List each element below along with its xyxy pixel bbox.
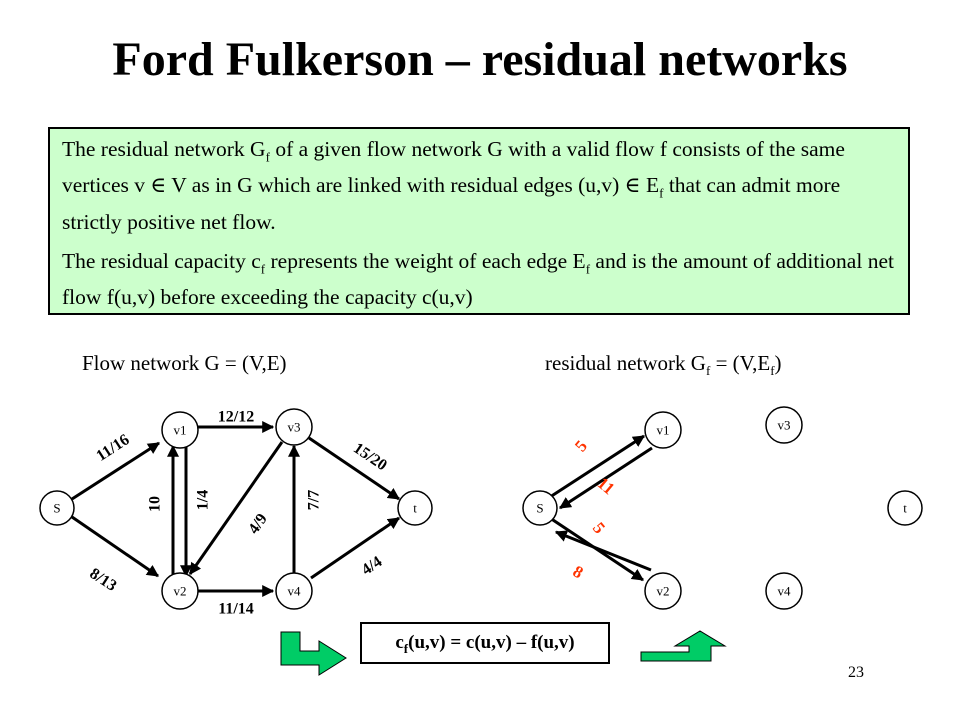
caption-text: ) — [774, 351, 782, 375]
residual-edge-label-s-v1: 5 — [571, 437, 591, 456]
residual-node-s — [522, 490, 558, 526]
edge-label-v4-t: 4/4 — [359, 553, 385, 579]
definition-text: The residual network G — [62, 137, 266, 161]
edge-label-s-v1: 11/16 — [93, 431, 132, 465]
residual-node-v2 — [644, 572, 682, 610]
node-t — [397, 490, 433, 526]
edge-v3-t — [308, 436, 400, 501]
residual-node-v3 — [765, 406, 803, 444]
residual-node-t — [887, 490, 923, 526]
residual-node-label-v4: v4 — [778, 584, 792, 599]
residual-network-graph — [549, 434, 653, 582]
residual-node-v1 — [644, 411, 682, 449]
node-label-v2: v2 — [174, 584, 187, 599]
residual-edge-label-s-v2: 5 — [589, 519, 609, 538]
definition-paragraph-1: The residual network Gf of a given flow … — [62, 135, 896, 237]
flow-network-graph — [71, 421, 400, 597]
definition-text: E — [640, 173, 660, 198]
edge-label-s-v2: 8/13 — [86, 565, 119, 595]
residual-edge-v1-s — [558, 446, 653, 510]
subscript: f — [659, 185, 664, 201]
residual-edge-v2-s — [554, 530, 652, 572]
definition-text: of a given flow network G with a valid f… — [62, 137, 845, 198]
residual-network-caption: residual network Gf = (V,Ef) — [545, 350, 782, 384]
node-s — [39, 490, 75, 526]
residual-node-label-v3: v3 — [778, 418, 791, 433]
definition-text: The residual capacity c — [62, 248, 261, 273]
residual-edge-label-v2-s: 8 — [570, 562, 587, 583]
residual-node-label-v1: v1 — [657, 423, 670, 438]
edge-label-v1-v3: 12/12 — [218, 409, 254, 426]
edge-label-v4-v3: 7/7 — [306, 490, 323, 510]
node-label-s: S — [53, 501, 60, 516]
definition-paragraph-2: The residual capacity cf represents the … — [62, 247, 896, 312]
element-of-symbol: ∈ — [150, 173, 167, 198]
edge-v3-v2 — [188, 441, 284, 575]
edge-label-v3-v2: 4/9 — [245, 511, 271, 538]
slide-title: Ford Fulkerson – residual networks — [112, 33, 848, 86]
definition-text: V as in G which are linked with residual… — [166, 173, 625, 198]
bent-arrow-left — [280, 631, 347, 676]
node-v1 — [161, 411, 199, 449]
residual-edge-s-v1 — [549, 434, 646, 499]
subscript: f — [585, 260, 591, 276]
formula-text: c — [395, 632, 404, 653]
node-label-v1: v1 — [174, 423, 187, 438]
residual-node-v4 — [765, 572, 803, 610]
subscript: f — [403, 640, 409, 656]
edge-s-v2 — [71, 515, 159, 578]
node-label-v4: v4 — [288, 584, 302, 599]
residual-capacity-formula: cf(u,v) = c(u,v) – f(u,v) — [360, 622, 610, 664]
node-label-t: t — [413, 501, 417, 516]
definition-text: represents the weight of each edge E — [265, 248, 586, 273]
edge-label-v2-v1: 10 — [147, 496, 164, 512]
definition-text: and is the amount of additional net flow… — [62, 248, 894, 309]
residual-node-label-v2: v2 — [657, 584, 670, 599]
subscript: f — [770, 363, 775, 379]
node-v2 — [161, 572, 199, 610]
edge-label-v1-v2: 1/4 — [195, 490, 212, 510]
bent-arrow-right — [640, 630, 727, 662]
edge-label-v2-v4: 11/14 — [218, 601, 254, 618]
page-number: 23 — [848, 664, 864, 681]
element-of-symbol: ∈ — [624, 173, 641, 198]
definition-box: The residual network Gf of a given flow … — [48, 127, 910, 315]
edge-v4-t — [310, 516, 400, 580]
subscript: f — [705, 363, 711, 379]
node-label-v3: v3 — [288, 420, 301, 435]
residual-edge-label-v1-s: 11 — [594, 474, 619, 499]
node-v4 — [275, 572, 313, 610]
subscript: f — [260, 260, 266, 276]
caption-text: = (V,E — [710, 351, 771, 375]
residual-node-label-t: t — [903, 501, 907, 516]
subscript: f — [265, 149, 270, 165]
node-v3 — [275, 408, 313, 446]
flow-network-caption: Flow network G = (V,E) — [82, 351, 287, 375]
formula-text: (u,v) = c(u,v) – f(u,v) — [408, 632, 575, 653]
edge-s-v1 — [71, 441, 161, 501]
residual-node-label-s: S — [536, 501, 543, 516]
definition-text: that can admit more strictly positive ne… — [62, 173, 841, 234]
caption-text: residual network G — [545, 351, 706, 375]
